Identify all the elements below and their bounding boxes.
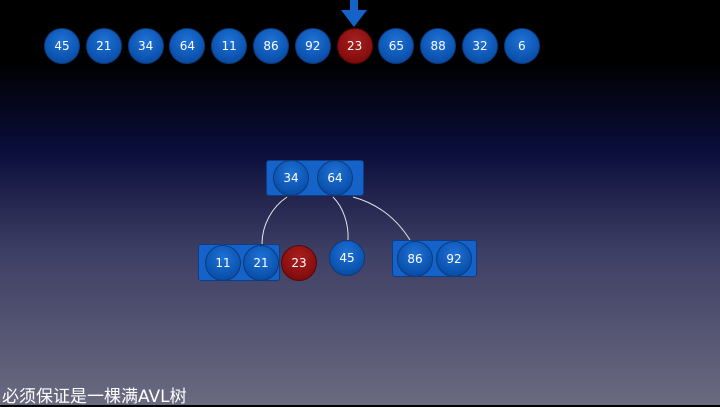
sequence-item: 11 [211, 28, 248, 64]
left-key-2: 21 [243, 245, 279, 281]
inserting-key: 23 [281, 245, 317, 281]
sequence-item: 88 [420, 28, 457, 64]
root-key-2: 64 [317, 160, 353, 196]
sequence-item: 21 [85, 28, 122, 64]
sequence-item: 65 [378, 28, 415, 64]
caption-text: 必须保证是一棵满AVL树 [2, 387, 187, 407]
sequence-item: 86 [253, 28, 289, 64]
sequence-item: 45 [44, 28, 80, 64]
sequence-item: 32 [462, 28, 498, 64]
sequence-item: 23 [336, 28, 373, 64]
middle-key-1: 45 [329, 240, 365, 276]
edge-root-to-right [352, 196, 411, 241]
right-key-1: 86 [397, 241, 433, 277]
edge-root-to-left [261, 196, 288, 245]
sequence-item: 64 [169, 28, 206, 64]
edge-root-to-middle [332, 196, 349, 241]
sequence-item: 92 [294, 28, 331, 64]
root-key-1: 34 [273, 160, 309, 196]
right-key-2: 92 [436, 241, 472, 277]
sequence-item: 34 [127, 28, 164, 64]
sequence-item: 6 [503, 28, 540, 64]
current-pointer-arrow-icon [341, 0, 367, 27]
left-key-1: 11 [205, 245, 241, 281]
